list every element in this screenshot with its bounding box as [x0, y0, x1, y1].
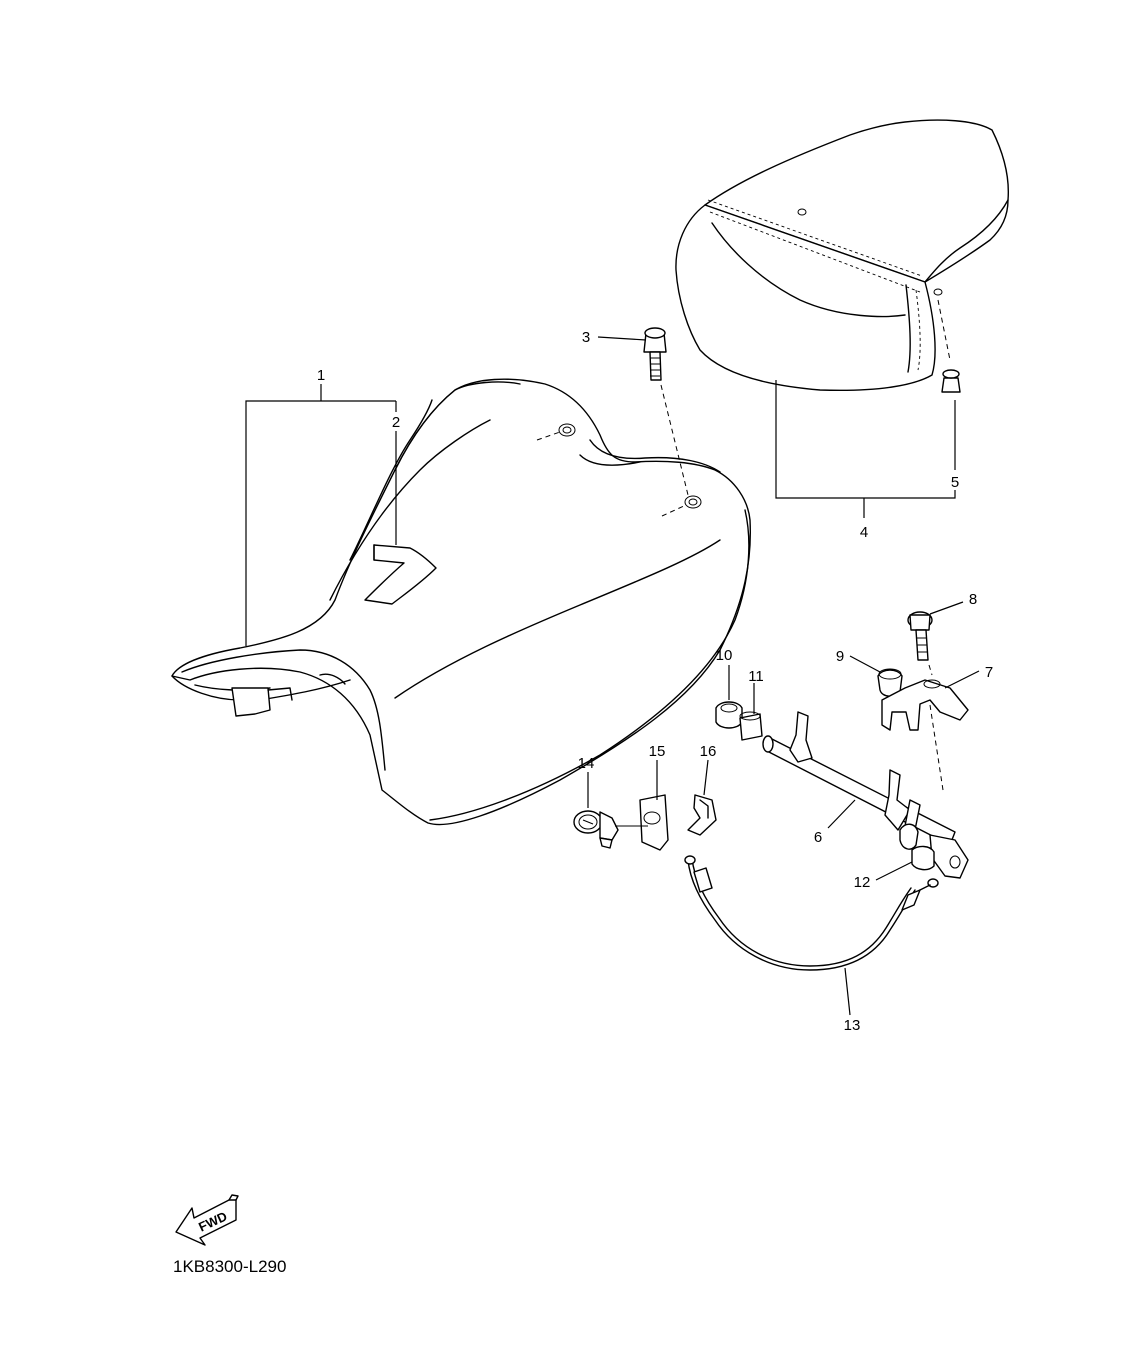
callout-1: 1 [317, 367, 325, 384]
clip-16 [687, 794, 717, 836]
callout-12: 12 [854, 874, 871, 891]
lock-shaft-6 [762, 711, 969, 879]
callout-11: 11 [748, 668, 764, 685]
callout-13: 13 [844, 1017, 861, 1034]
callout-numbers: 1 2 3 4 5 6 7 8 9 10 11 12 13 14 15 16 [317, 329, 993, 1034]
callout-6: 6 [814, 829, 822, 846]
leader-lines [245, 336, 980, 1016]
rear-seat [675, 119, 1010, 392]
callout-16: 16 [700, 743, 717, 760]
lock-cylinder-14 [573, 810, 619, 849]
bolt-8 [907, 611, 933, 676]
callout-5: 5 [951, 474, 959, 491]
bolt-3 [643, 327, 689, 496]
callout-7: 7 [985, 664, 993, 681]
diagram-code: 1KB8300-L290 [173, 1257, 286, 1276]
plate-15 [615, 794, 669, 851]
callout-8: 8 [969, 591, 977, 608]
callout-3: 3 [582, 329, 590, 346]
grommet-5 [941, 369, 961, 393]
fwd-arrow-icon: FWD [175, 1194, 239, 1246]
callout-10: 10 [716, 647, 733, 664]
callout-14: 14 [578, 755, 595, 772]
callout-15: 15 [649, 743, 666, 760]
main-seat [171, 378, 752, 826]
callout-9: 9 [836, 648, 844, 665]
collar-11 [739, 711, 763, 741]
callout-4: 4 [860, 524, 868, 541]
spring-12 [911, 845, 935, 871]
callout-2: 2 [392, 414, 400, 431]
seat-lock-cable-13 [684, 855, 939, 971]
bracket-7 [881, 679, 969, 791]
grommet-10 [715, 701, 743, 729]
strap-2 [364, 544, 437, 605]
